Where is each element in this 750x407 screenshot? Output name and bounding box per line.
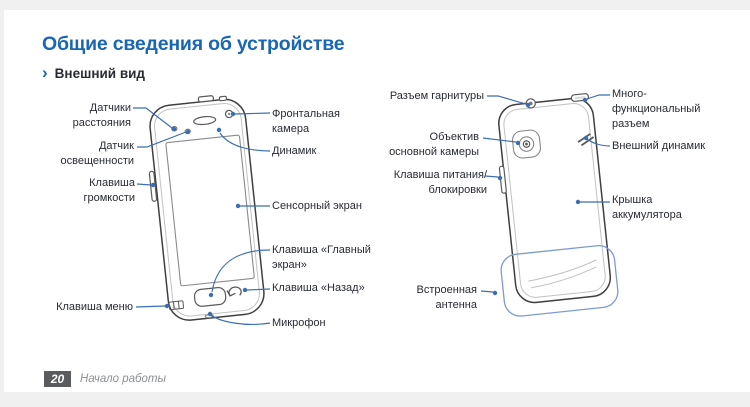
section-heading-label: Внешний вид (54, 66, 146, 81)
label-front-camera: Фронтальная камера (272, 108, 341, 135)
label-antenna: Встроенная антенна (416, 284, 477, 311)
top-port-shape (197, 95, 215, 103)
back-key-icon (226, 286, 242, 297)
front-phone-bevel (154, 102, 260, 317)
camera-lens-housing (512, 129, 541, 159)
earpiece-speaker-shape (193, 115, 217, 126)
label-power-key: Клавиша питания/ блокировки (393, 169, 487, 196)
menu-key-icon (168, 300, 185, 311)
battery-cover-shape (503, 103, 606, 298)
label-menu-key: Клавиша меню (56, 301, 133, 313)
touchscreen-shape (165, 134, 255, 287)
section-heading: › Внешний вид (42, 63, 146, 82)
cover-seam-line (528, 259, 597, 282)
front-camera-dot (227, 112, 231, 116)
label-battery-cover: Крышка аккумулятора (612, 194, 682, 221)
footer-chapter-title: Начало работы (80, 373, 166, 385)
page-title: Общие сведения об устройстве (42, 33, 345, 55)
back-phone-body (498, 97, 612, 304)
page-edge-left (0, 0, 4, 407)
callout-lines (133, 94, 611, 325)
camera-lens-dot (525, 142, 528, 146)
label-proximity-sensors: Датчики расстояния (72, 102, 131, 129)
label-back-key: Клавиша «Назад» (272, 282, 365, 294)
label-light-sensor: Датчик освещенности (60, 140, 134, 167)
back-phone-illustration (498, 93, 619, 317)
antenna-area-outline (500, 245, 619, 317)
label-microphone: Микрофон (272, 317, 326, 329)
chevron-icon: › (42, 63, 48, 82)
label-multifunction-jack: Много- функциональный разъем (612, 88, 701, 130)
label-volume-key: Клавиша громкости (83, 177, 135, 204)
page-number-badge: 20 (44, 371, 71, 387)
label-headset-jack: Разъем гарнитуры (389, 90, 484, 102)
page-edge-top (0, 0, 750, 10)
label-earpiece: Динамик (272, 145, 317, 157)
multifunction-jack-slot (574, 96, 586, 100)
cover-seam-line-2 (530, 266, 597, 289)
label-touchscreen: Сенсорный экран (272, 200, 362, 212)
page-edge-bottom (0, 392, 750, 407)
label-external-speaker: Внешний динамик (612, 140, 706, 152)
front-phone-illustration (148, 95, 265, 321)
top-notch-shape (218, 95, 228, 102)
camera-lens-ring (518, 136, 535, 152)
label-camera-lens: Объектив основной камеры (389, 131, 479, 158)
label-home-key: Клавиша «Главный экран» (272, 244, 371, 271)
